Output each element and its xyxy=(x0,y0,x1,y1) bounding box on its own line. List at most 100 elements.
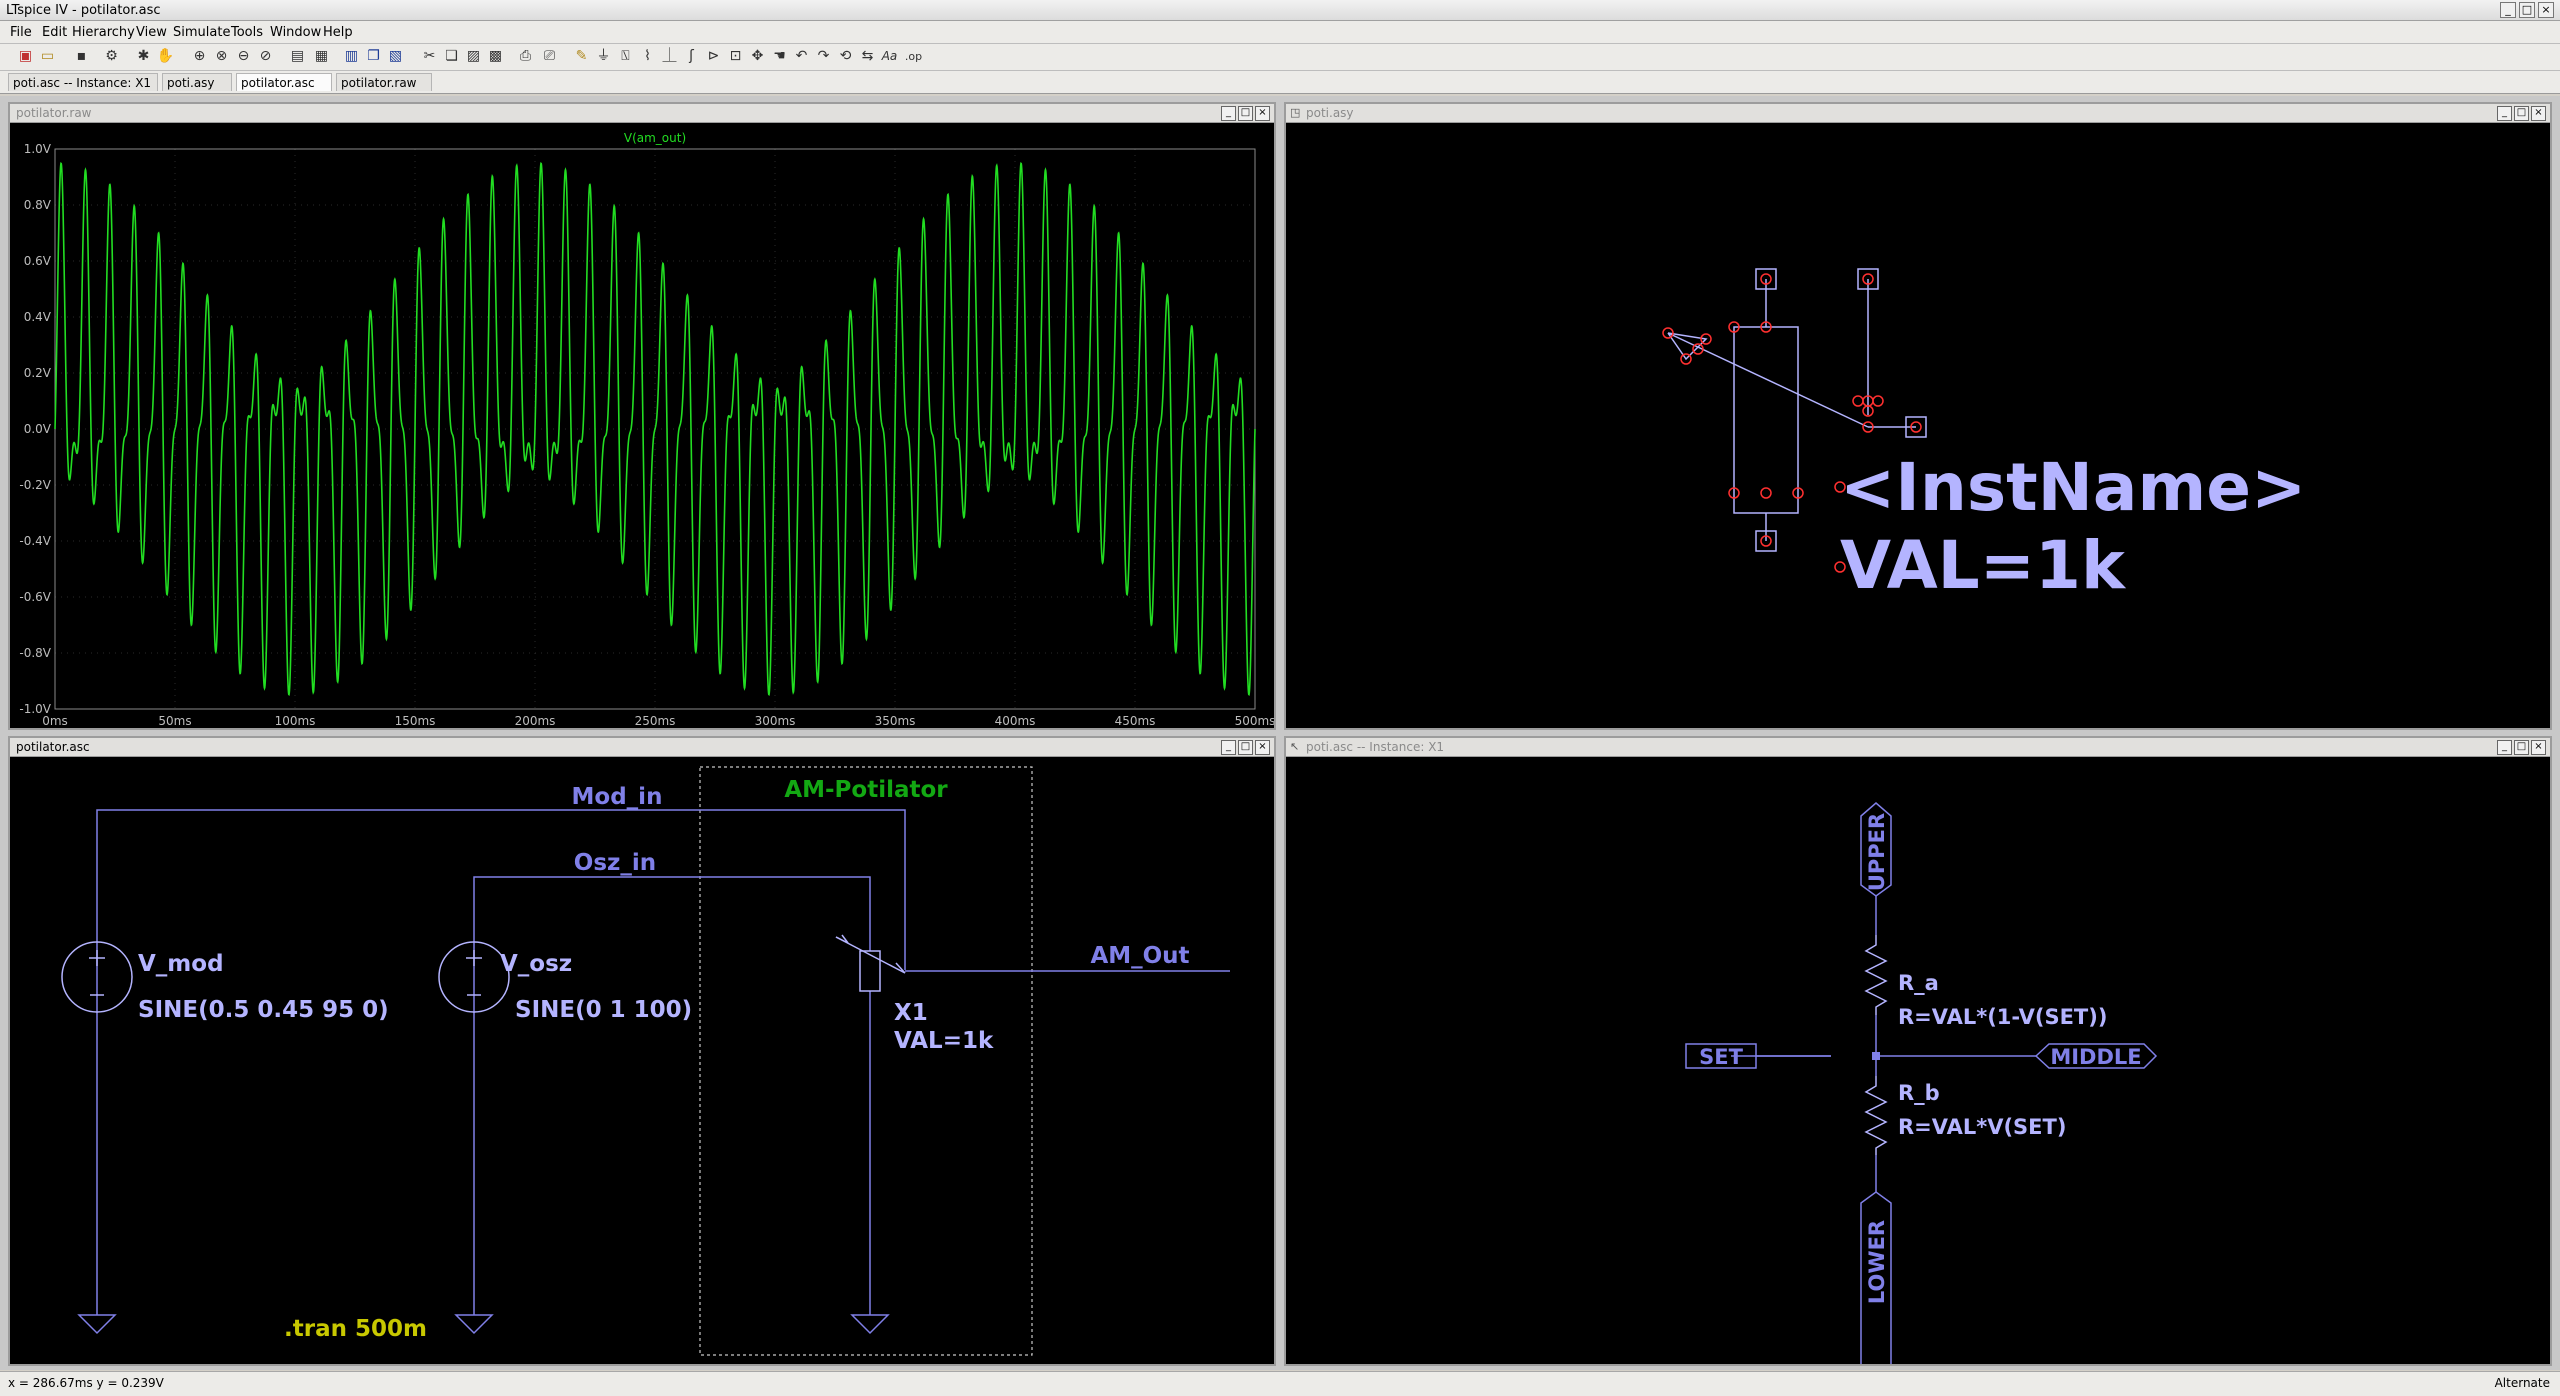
move-icon[interactable]: ✥ xyxy=(751,48,764,64)
trace-label[interactable]: V(am_out) xyxy=(624,131,686,145)
pane-minimize-button[interactable]: _ xyxy=(1221,740,1236,755)
port-upper-label[interactable]: UPPER xyxy=(1865,813,1889,891)
pin-upper-box[interactable] xyxy=(1755,268,1777,290)
symbol-value-attribute[interactable]: VAL=1k xyxy=(1840,527,2127,604)
resistor-r-a[interactable] xyxy=(1864,935,1888,1015)
symbol-instname-attribute[interactable]: <InstName> xyxy=(1840,449,2306,526)
undo-icon[interactable]: ↶ xyxy=(795,48,808,64)
new-schematic-icon[interactable]: ▣ xyxy=(18,48,33,64)
instance-window[interactable]: poti.asc -- Instance: X1 ↖ _ □ × xyxy=(1284,736,2552,1366)
diode-icon[interactable]: ⊳ xyxy=(707,48,720,64)
zoom-in-icon[interactable]: ⊕ xyxy=(193,48,206,64)
schematic-canvas[interactable]: AM-Potilator Mod_in Osz_in AM_Out xyxy=(10,757,1274,1364)
pane-maximize-button[interactable]: □ xyxy=(2514,106,2529,121)
pane-maximize-button[interactable]: □ xyxy=(1238,740,1253,755)
text-icon[interactable]: Aa xyxy=(881,49,898,63)
menu-tools[interactable]: Tools xyxy=(231,25,264,40)
zoom-fit-icon[interactable]: ⊘ xyxy=(259,48,272,64)
x1-name[interactable]: X1 xyxy=(894,1000,928,1026)
label-net-icon[interactable]: ⍂ xyxy=(621,48,630,64)
menu-hierarchy[interactable]: Hierarchy xyxy=(72,25,135,40)
open-icon[interactable]: ▭ xyxy=(40,48,55,64)
pane-close-button[interactable]: × xyxy=(1255,106,1270,121)
net-label-am-out[interactable]: AM_Out xyxy=(1090,943,1189,969)
menu-help[interactable]: Help xyxy=(323,25,353,40)
potentiometer-x1[interactable] xyxy=(835,934,906,992)
pane-minimize-button[interactable]: _ xyxy=(1221,106,1236,121)
voltage-source-v-osz[interactable] xyxy=(438,941,510,1013)
instance-wires[interactable] xyxy=(1731,896,2036,1192)
symbol-window[interactable]: poti.asy ◳ _ □ × xyxy=(1284,102,2552,730)
menu-view[interactable]: View xyxy=(136,25,167,40)
net-label-mod-in[interactable]: Mod_in xyxy=(572,784,663,810)
drag-icon[interactable]: ☚ xyxy=(773,48,786,64)
zoom-out-icon[interactable]: ⊖ xyxy=(237,48,250,64)
redo-icon[interactable]: ↷ xyxy=(817,48,830,64)
tile-horizontal-icon[interactable]: ▥ xyxy=(344,48,359,64)
trace-v-am-out[interactable] xyxy=(54,162,1256,696)
block-label[interactable]: AM-Potilator xyxy=(784,777,948,803)
symbol-canvas[interactable]: <InstName> VAL=1k xyxy=(1286,123,2550,728)
pane-close-button[interactable]: × xyxy=(2531,740,2546,755)
v-osz-value[interactable]: SINE(0 1 100) xyxy=(515,997,692,1023)
r-a-name[interactable]: R_a xyxy=(1898,971,1939,995)
voltage-source-v-mod[interactable] xyxy=(61,941,133,1013)
tran-directive[interactable]: .tran 500m xyxy=(284,1316,427,1342)
pane-close-button[interactable]: × xyxy=(1255,740,1270,755)
minimize-button[interactable]: _ xyxy=(2500,2,2516,18)
instance-canvas[interactable]: UPPER LOWER SET MIDDLE R_a R=VAL*(1-V(SE… xyxy=(1286,757,2550,1364)
rotate-icon[interactable]: ⟲ xyxy=(839,48,852,64)
waveform-plot[interactable]: 1.0V0.8V0.6V0.4V0.2V0.0V-0.2V-0.4V-0.6V-… xyxy=(10,123,1274,728)
inductor-icon[interactable]: ʃ xyxy=(689,48,694,64)
ground-icon[interactable]: ⏚ xyxy=(596,48,611,64)
draw-wire-icon[interactable]: ✎ xyxy=(575,48,588,64)
save-icon[interactable]: ▪ xyxy=(76,48,87,64)
menu-window[interactable]: Window xyxy=(270,25,322,40)
run-icon[interactable]: ✱ xyxy=(137,48,150,64)
print-icon[interactable]: ⎙ xyxy=(519,48,532,64)
schematic-window[interactable]: potilator.asc _ □ × AM-Potilator Mod_in … xyxy=(8,736,1276,1366)
pane-minimize-button[interactable]: _ xyxy=(2497,740,2512,755)
tile-vertical-icon[interactable]: ▧ xyxy=(388,48,403,64)
wires[interactable] xyxy=(96,809,1230,1315)
menu-file[interactable]: File xyxy=(10,25,32,40)
cut-icon[interactable]: ✂ xyxy=(423,48,436,64)
tab-poti-instance[interactable]: poti.asc -- Instance: X1 xyxy=(8,73,158,91)
cascade-icon[interactable]: ❐ xyxy=(367,48,380,64)
control-panel-icon[interactable]: ⚙ xyxy=(105,48,118,64)
pane-maximize-button[interactable]: □ xyxy=(2514,740,2529,755)
spice-directive-icon[interactable]: .op xyxy=(904,50,923,63)
resistor-r-b[interactable] xyxy=(1864,1076,1888,1155)
find-icon[interactable]: ▩ xyxy=(488,48,503,64)
pin-lower-box[interactable] xyxy=(1755,530,1777,552)
port-middle-label[interactable]: MIDDLE xyxy=(2050,1045,2141,1069)
halt-icon[interactable]: ✋ xyxy=(156,48,175,64)
component-icon[interactable]: ⊡ xyxy=(729,48,742,64)
pin-middle-box[interactable] xyxy=(1905,416,1927,438)
grid-icon[interactable]: ▦ xyxy=(314,48,329,64)
v-mod-name[interactable]: V_mod xyxy=(138,951,224,977)
v-mod-value[interactable]: SINE(0.5 0.45 95 0) xyxy=(138,997,389,1023)
maximize-button[interactable]: □ xyxy=(2519,2,2535,18)
copy-icon[interactable]: ❏ xyxy=(445,48,458,64)
r-a-value[interactable]: R=VAL*(1-V(SET)) xyxy=(1898,1005,2107,1029)
port-lower-label[interactable]: LOWER xyxy=(1865,1220,1889,1304)
pane-close-button[interactable]: × xyxy=(2531,106,2546,121)
close-button[interactable]: × xyxy=(2538,2,2554,18)
x1-value[interactable]: VAL=1k xyxy=(894,1028,994,1054)
v-osz-name[interactable]: V_osz xyxy=(500,951,572,977)
paste-icon[interactable]: ▨ xyxy=(466,48,481,64)
print-preview-icon[interactable]: ⎚ xyxy=(543,48,556,64)
menu-edit[interactable]: Edit xyxy=(42,25,68,40)
r-b-value[interactable]: R=VAL*V(SET) xyxy=(1898,1115,2066,1139)
port-set-label[interactable]: SET xyxy=(1699,1045,1743,1069)
tab-potilator-asc[interactable]: potilator.asc xyxy=(236,73,332,91)
pin-set-box[interactable] xyxy=(1857,268,1879,290)
tab-poti-asy[interactable]: poti.asy xyxy=(162,73,232,91)
r-b-name[interactable]: R_b xyxy=(1898,1081,1940,1105)
autorange-icon[interactable]: ▤ xyxy=(290,48,305,64)
capacitor-icon[interactable]: ⏊ xyxy=(662,48,677,64)
pan-icon[interactable]: ⊗ xyxy=(215,48,228,64)
pane-maximize-button[interactable]: □ xyxy=(1238,106,1253,121)
